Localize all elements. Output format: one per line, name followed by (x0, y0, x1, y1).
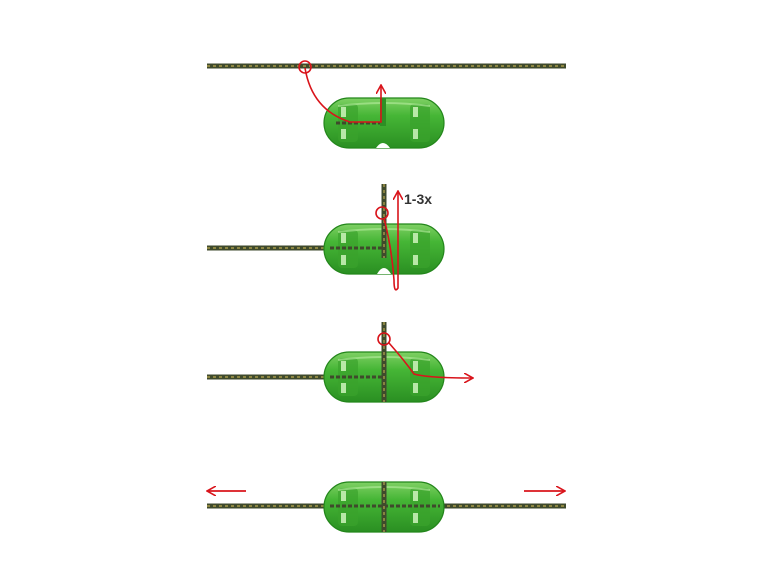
repeat-label: 1-3x (404, 191, 432, 207)
red-wrap-path (383, 192, 398, 291)
line-loop-circle (298, 60, 312, 74)
step-3 (207, 322, 472, 403)
step-1 (207, 60, 566, 149)
line-loop-circle (375, 206, 389, 220)
red-thread-path (304, 67, 381, 123)
step-2 (207, 184, 445, 291)
red-thread-path (388, 342, 472, 378)
float-notch (377, 268, 391, 274)
float-slot (380, 98, 386, 126)
line-loop-circle (377, 332, 391, 346)
step-4 (207, 481, 566, 533)
float-notch (376, 143, 390, 148)
